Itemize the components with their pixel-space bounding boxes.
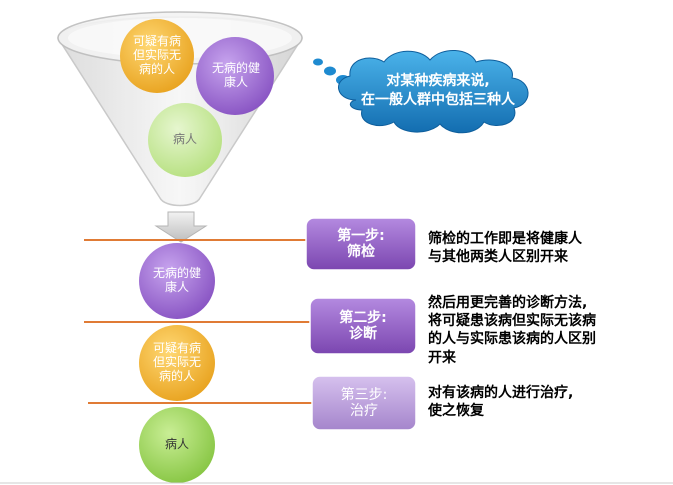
step-2-description: 然后用更完善的诊断方法, 将可疑患该病但实际无该病 的人与实际患该病的人区别 开… — [428, 295, 596, 366]
column-circle-suspect — [139, 325, 215, 401]
step-3-label: 第三步: 治疗 — [340, 386, 388, 419]
funnel-circle-suspect — [120, 19, 194, 93]
cloud-callout — [313, 50, 529, 134]
step-2-label: 第二步: 诊断 — [339, 309, 387, 342]
column-circle-healthy — [139, 243, 215, 319]
funnel-circle-sick — [148, 103, 222, 177]
step-1-box — [305, 217, 417, 271]
funnel-circle-healthy — [196, 37, 274, 115]
column-circle-sick — [139, 407, 215, 483]
funnel-label-healthy: 无病的健 康人 — [211, 61, 260, 89]
funnel-label-sick: 病人 — [172, 132, 197, 147]
down-arrow-icon — [154, 211, 208, 243]
step-3-box — [311, 375, 417, 431]
step-3-description: 对有该病的人进行治疗, 使之恢复 — [428, 385, 574, 420]
column-label-suspect: 可疑有病 但实际无 病的人 — [152, 341, 201, 383]
column-label-healthy: 无病的健 康人 — [152, 266, 201, 294]
funnel-label-suspect: 可疑有病 但实际无 病的人 — [132, 34, 181, 76]
column-label-sick: 病人 — [164, 437, 189, 452]
step-2-box — [309, 297, 417, 355]
cloud-text: 对某种疾病来说, 在一般人群中包括三种人 — [361, 73, 515, 108]
step-1-description: 筛检的工作即是将健康人 与其他两类人区别开来 — [428, 231, 582, 266]
step-1-label: 第一步: 筛检 — [337, 227, 385, 260]
